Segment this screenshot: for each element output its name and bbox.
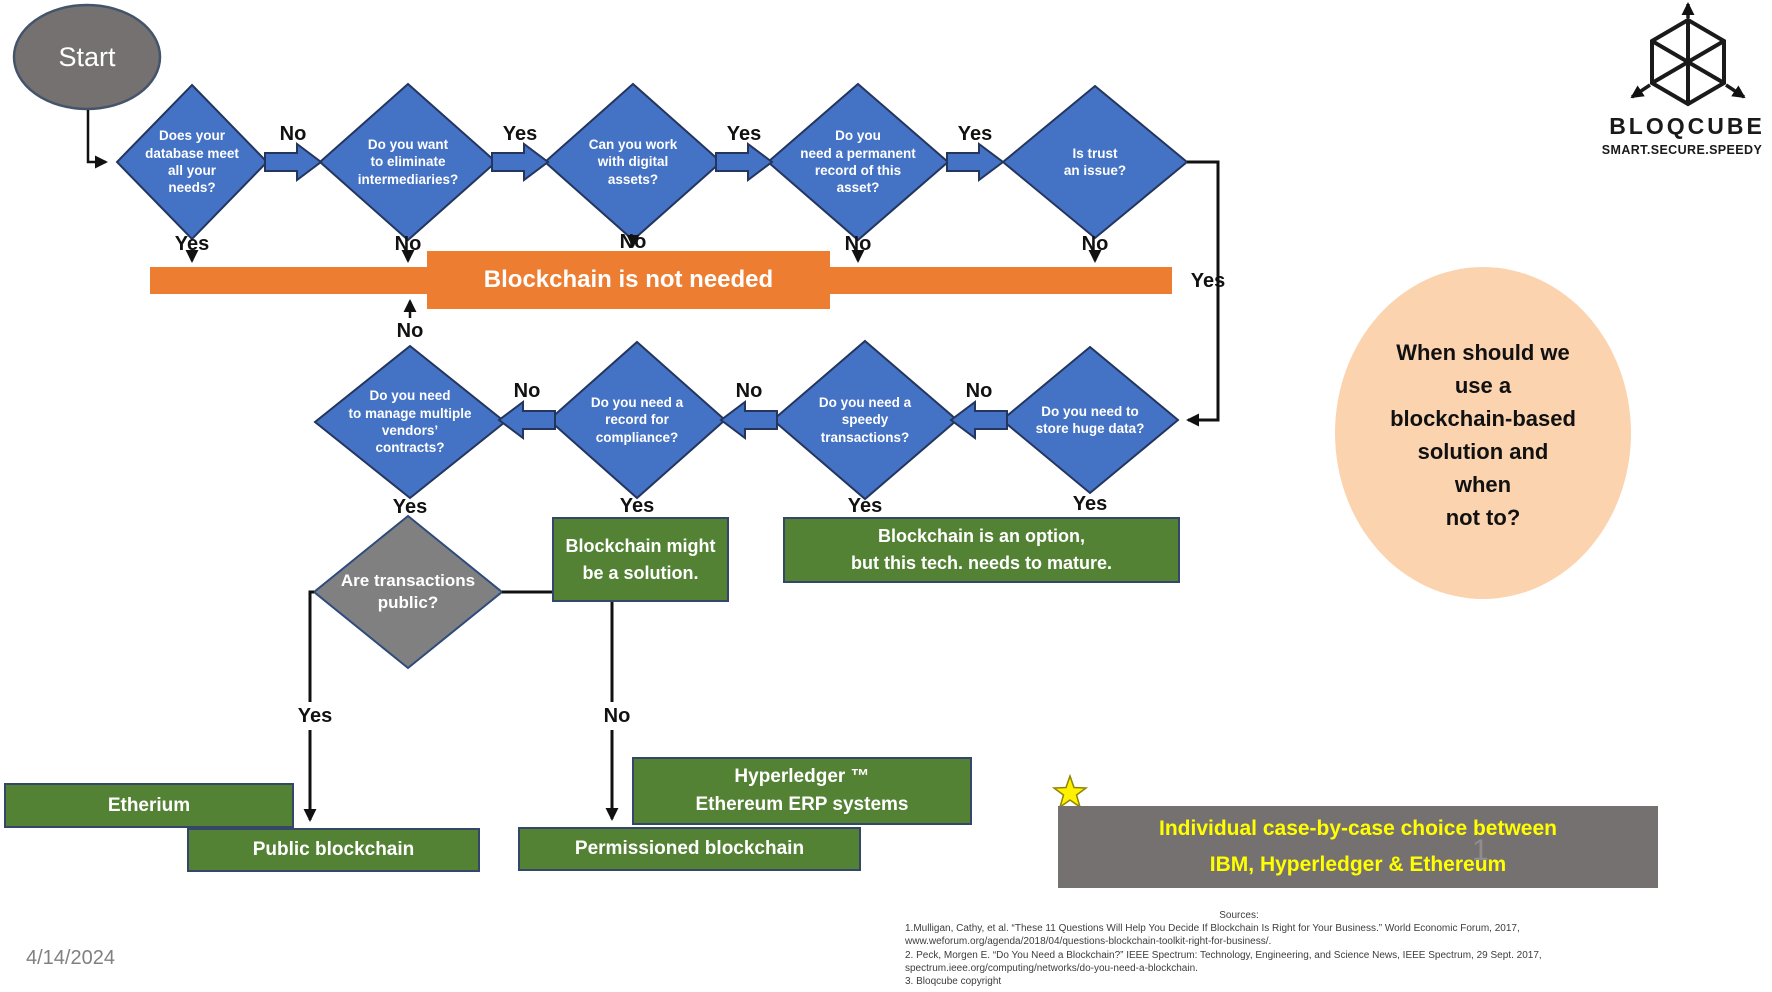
edge-label-no-1: No — [279, 122, 307, 145]
block-arrow-right-4 — [946, 142, 1005, 182]
diamond-transactions-public-label: Are transactions public? — [340, 571, 476, 612]
diamond-digital-assets-label: Can you work with digital assets? — [588, 137, 678, 187]
block-arrow-left-1 — [497, 400, 556, 440]
block-arrow-left-2 — [719, 400, 778, 440]
bloqcube-logo-name: BLOQCUBE — [1609, 112, 1765, 139]
d4-down-label: No — [844, 232, 872, 255]
question-circle — [1335, 267, 1631, 599]
diamond-trust-issue — [1001, 84, 1189, 240]
question-circle-text: When should we use a blockchain-based so… — [1390, 340, 1576, 530]
start-connector-arrow — [86, 110, 108, 169]
result-etherium: Etherium — [4, 783, 294, 828]
diamond-record-for-compliance — [547, 340, 727, 500]
slide-date: 4/14/2024 — [26, 947, 115, 969]
bloqcube-logo-tagline: SMART.SECURE.SPEEDY — [1601, 143, 1763, 157]
star-icon — [1051, 773, 1089, 809]
sources-line: spectrum.ieee.org/computing/networks/do-… — [905, 962, 1198, 974]
diamond-transactions-public — [312, 514, 504, 670]
edge-label-no-3: No — [735, 379, 763, 402]
bloqcube-cube-icon — [1630, 2, 1746, 107]
d1-down-label: Yes — [174, 232, 210, 255]
edge-label-yes-2: Yes — [726, 122, 762, 145]
diamond-speedy-transactions — [771, 339, 959, 501]
block-arrow-right-3 — [715, 142, 774, 182]
compliance-yes-label: Yes — [619, 494, 655, 517]
block-arrow-right-2 — [491, 142, 550, 182]
diamond-permanent-record-label: Do you need a permanent record of this a… — [800, 128, 916, 196]
trust-yes-label: Yes — [1190, 269, 1226, 292]
start-node — [12, 3, 162, 111]
huge-data-yes-label: Yes — [1072, 492, 1108, 515]
not-needed-banner-text: Blockchain is not needed — [483, 266, 774, 293]
vendors-yes-label: Yes — [392, 495, 428, 518]
edge-label-yes-1: Yes — [502, 122, 538, 145]
block-arrow-left-3 — [949, 400, 1008, 440]
block-arrow-right-1 — [264, 142, 323, 182]
diamond-database-meets-needs-label: Does your database meet all your needs? — [145, 128, 239, 196]
sources-line: www.weforum.org/agenda/2018/04/questions… — [905, 936, 1272, 948]
start-label: Start — [58, 41, 116, 72]
sources-line: 1.Mulligan, Cathy, et al. “These 11 Ques… — [905, 923, 1520, 935]
diamond-manage-vendors-label: Do you need to manage multiple vendors’ … — [348, 388, 472, 456]
public-yes-connector-arrow — [303, 590, 317, 822]
d5-down-label: No — [1081, 232, 1109, 255]
public-no-label: No — [587, 702, 647, 730]
page-number: 1 — [1472, 834, 1489, 867]
result-hyperledger-ethereum-erp: Hyperledger ™ Ethereum ERP systems — [632, 757, 972, 825]
diamond-eliminate-intermediaries — [318, 82, 498, 242]
outcome-might-be-solution: Blockchain might be a solution. — [552, 517, 729, 602]
edge-label-yes-3: Yes — [957, 122, 993, 145]
diamond-eliminate-intermediaries-label: Do you want to eliminate intermediaries? — [357, 137, 459, 187]
diamond-database-meets-needs — [115, 83, 269, 241]
diamond-manage-vendors-contracts — [313, 344, 507, 500]
not-needed-banner-block — [427, 251, 830, 309]
sources-line: 3. Bloqcube copyright — [905, 975, 1002, 987]
edge-label-no-4: No — [965, 379, 993, 402]
diamond-permanent-record — [766, 82, 950, 242]
result-public-blockchain: Public blockchain — [187, 828, 480, 872]
diamond-store-huge-data-label: Do you need to store huge data? — [1035, 403, 1145, 436]
choice-box: Individual case-by-case choice between I… — [1058, 806, 1658, 888]
diamond-speedy-transactions-label: Do you need a speedy transactions? — [818, 395, 912, 445]
diamond-trust-issue-label: Is trust an issue? — [1063, 145, 1127, 178]
outcome-option-needs-mature: Blockchain is an option, but this tech. … — [783, 517, 1180, 583]
speedy-yes-label: Yes — [847, 494, 883, 517]
result-permissioned-blockchain: Permissioned blockchain — [518, 827, 861, 871]
trust-yes-connector-arrow — [1186, 160, 1220, 427]
d2-down-label: No — [394, 232, 422, 255]
diamond-store-huge-data — [1000, 345, 1180, 495]
vendors-no-label: No — [396, 319, 424, 342]
sources-title: Sources: — [1219, 910, 1259, 921]
sources-line: 2. Peck, Morgen E. “Do You Need a Blockc… — [905, 949, 1542, 961]
diamond-record-compliance-label: Do you need a record for compliance? — [590, 395, 684, 445]
sources-block: Sources: 1.Mulligan, Cathy, et al. “Thes… — [905, 909, 1573, 988]
edge-label-no-2: No — [513, 379, 541, 402]
public-yes-label: Yes — [283, 702, 347, 730]
